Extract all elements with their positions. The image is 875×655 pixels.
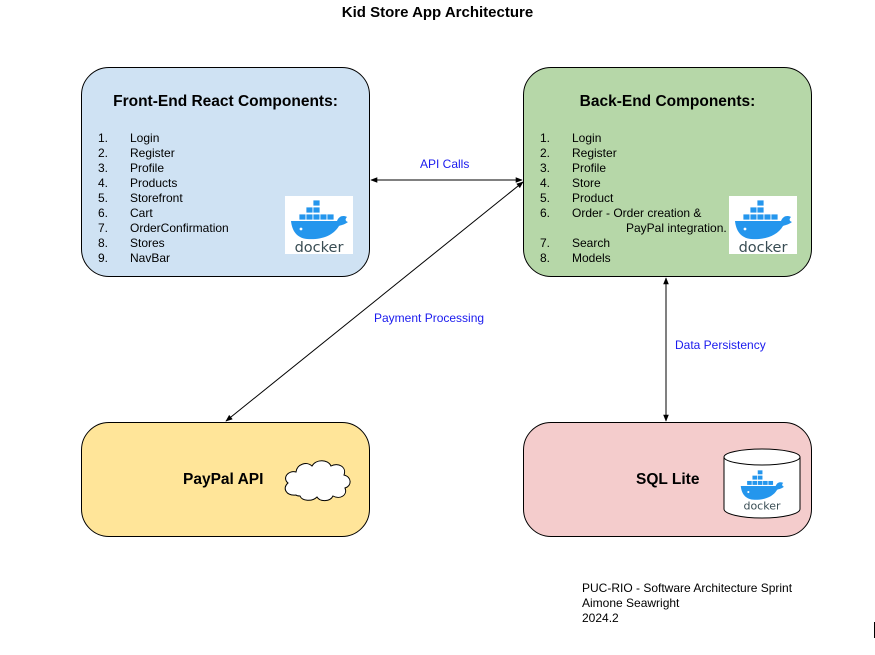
paypal-title: PayPal API <box>183 471 264 488</box>
list-item-number: 8. <box>540 251 551 265</box>
list-item-label: Register <box>572 146 617 160</box>
database-cylinder-icon <box>723 448 801 519</box>
list-item-number: 1. <box>98 131 109 145</box>
list-item: 6. Order - Order creation & <box>540 206 727 221</box>
list-item: 8. Stores <box>98 236 229 251</box>
list-item-label: Login <box>130 131 160 145</box>
list-item-label: Stores <box>130 236 165 250</box>
list-item-label: Profile <box>130 161 165 175</box>
footer-line: 2024.2 <box>582 611 619 625</box>
list-item-number: 2. <box>98 146 109 160</box>
docker-icon <box>729 196 797 254</box>
list-item: 2. Register <box>98 146 229 161</box>
list-item-number: 6. <box>98 206 109 220</box>
api-calls-label: API Calls <box>420 157 470 171</box>
database-box: SQL Lite <box>523 422 812 537</box>
footer-line: PUC-RIO - Software Architecture Sprint <box>582 581 793 595</box>
list-item: 4. Store <box>540 176 727 191</box>
list-item: 9. NavBar <box>98 251 229 266</box>
list-item-number: 7. <box>98 221 109 235</box>
list-item: 8. Models <box>540 251 727 266</box>
list-item-number: 5. <box>540 191 551 205</box>
list-item: 1. Login <box>98 131 229 146</box>
diagram-title: Kid Store App Architecture <box>341 4 534 21</box>
database-title: SQL Lite <box>636 471 700 488</box>
list-item-label: Register <box>130 146 175 160</box>
list-item-number: 7. <box>540 236 551 250</box>
backend-component-list: 1. Login 2. Register 3. Profile 4. Store 5. Produ… <box>540 131 727 266</box>
list-item-label: Storefront <box>130 191 183 205</box>
list-item-label: Store <box>572 176 601 190</box>
list-item-label: Profile <box>572 161 607 175</box>
list-item: 7. OrderConfirmation <box>98 221 229 236</box>
payment-processing-arrow <box>225 181 524 422</box>
list-item-number: 3. <box>540 161 551 175</box>
list-item-continuation: PayPal integration. <box>540 221 727 236</box>
list-item-number: 3. <box>98 161 109 175</box>
list-item-label: Order - Order creation & <box>572 206 702 220</box>
paypal-box: PayPal API <box>81 422 370 537</box>
list-item: 7. Search <box>540 236 727 251</box>
list-item-label: Products <box>130 176 178 190</box>
list-item-number: 5. <box>98 191 109 205</box>
list-item-number: 4. <box>98 176 109 190</box>
list-item: 2. Register <box>540 146 727 161</box>
frontend-title: Front-End React Components: <box>113 93 338 110</box>
list-item-number: 4. <box>540 176 551 190</box>
list-item-label: OrderConfirmation <box>130 221 229 235</box>
list-item-label: Cart <box>130 206 153 220</box>
list-item: 3. Profile <box>98 161 229 176</box>
cloud-icon <box>284 460 351 502</box>
list-item: 6. Cart <box>98 206 229 221</box>
backend-title: Back-End Components: <box>579 93 756 110</box>
footer-credits: PUC-RIO - Software Architecture Sprint A… <box>582 581 792 626</box>
list-item-number: 9. <box>98 251 109 265</box>
list-item-label: NavBar <box>130 251 171 265</box>
list-item-label: Product <box>572 191 614 205</box>
list-item: 5. Product <box>540 191 727 206</box>
list-item-label: Login <box>572 131 602 145</box>
frontend-component-list: 1. Login 2. Register 3. Profile 4. Products 5. St… <box>98 131 229 266</box>
list-item-label: Models <box>572 251 611 265</box>
list-item-number: 6. <box>540 206 551 220</box>
list-item: 1. Login <box>540 131 727 146</box>
list-item: 3. Profile <box>540 161 727 176</box>
data-persistency-label: Data Persistency <box>675 338 766 352</box>
list-item-number: 2. <box>540 146 551 160</box>
list-item-number: 1. <box>540 131 551 145</box>
payment-processing-label: Payment Processing <box>374 311 485 325</box>
list-item: 4. Products <box>98 176 229 191</box>
list-item-label: PayPal integration. <box>626 221 727 235</box>
footer-line: Aimone Seawright <box>582 596 680 610</box>
list-item-label: Search <box>572 236 611 250</box>
list-item-number: 8. <box>98 236 109 250</box>
list-item: 5. Storefront <box>98 191 229 206</box>
